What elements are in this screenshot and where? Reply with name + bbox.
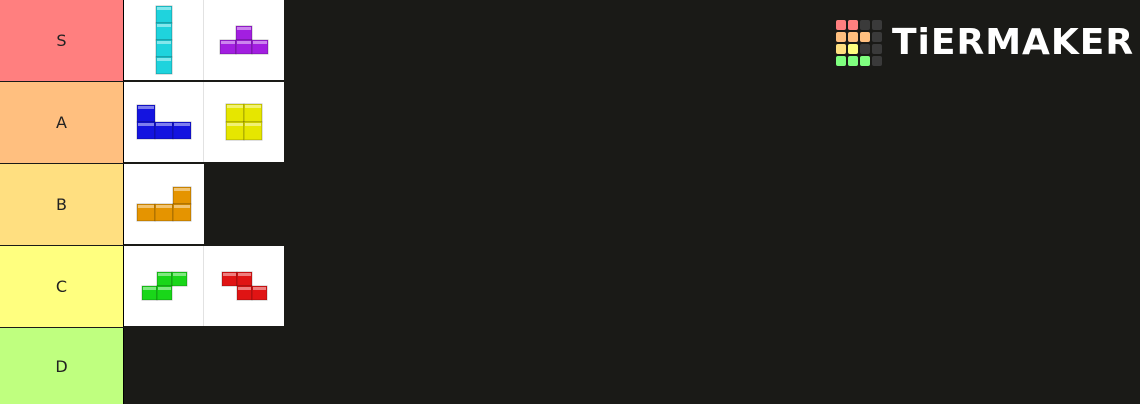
tier-label-a[interactable]: A	[0, 82, 124, 163]
tier-row-c: C	[0, 246, 1140, 327]
piece-block-highlight	[227, 105, 243, 108]
tier-label-b[interactable]: B	[0, 164, 124, 245]
piece-block-highlight	[137, 123, 154, 126]
logo-cell	[860, 56, 870, 66]
piece-block-highlight	[157, 287, 171, 290]
tier-label-c[interactable]: C	[0, 246, 124, 327]
tier-row-d: D	[0, 328, 1140, 404]
piece-block-highlight	[245, 123, 261, 126]
piece-block-highlight	[172, 273, 186, 276]
logo-cell	[848, 56, 858, 66]
piece-block-highlight	[156, 41, 171, 44]
logo-cell	[836, 32, 846, 42]
piece-tile-z[interactable]	[204, 246, 284, 326]
piece-block-highlight	[173, 123, 190, 126]
piece-block	[172, 203, 192, 222]
logo-cell	[860, 44, 870, 54]
piece-block	[243, 121, 263, 141]
piece-block-highlight	[237, 27, 251, 30]
logo-cell	[836, 20, 846, 30]
j-piece-icon	[136, 104, 191, 140]
piece-block-highlight	[157, 273, 171, 276]
piece-tile-j[interactable]	[124, 82, 204, 162]
i-piece-icon	[155, 5, 172, 75]
z-piece-icon	[221, 271, 268, 301]
piece-block-highlight	[237, 41, 251, 44]
piece-block-highlight	[238, 273, 251, 276]
piece-block-highlight	[156, 205, 172, 208]
piece-block-highlight	[227, 123, 243, 126]
logo-cell	[860, 32, 870, 42]
s-piece-icon	[141, 271, 187, 301]
logo-cell	[848, 32, 858, 42]
logo-cell	[872, 32, 882, 42]
logo-cell	[872, 44, 882, 54]
tier-items-c[interactable]	[124, 246, 284, 327]
piece-block-highlight	[155, 123, 172, 126]
logo-cell	[848, 20, 858, 30]
piece-block-highlight	[156, 7, 171, 10]
logo-text: TiERMAKER	[892, 22, 1135, 63]
logo-grid-icon	[836, 20, 882, 66]
piece-tile-t[interactable]	[204, 0, 284, 80]
piece-block-highlight	[142, 287, 156, 290]
piece-tile-i[interactable]	[124, 0, 204, 80]
logo-cell	[872, 56, 882, 66]
tier-label-d[interactable]: D	[0, 328, 124, 404]
piece-tile-s[interactable]	[124, 246, 204, 326]
logo-cell	[848, 44, 858, 54]
tier-row-s: S	[0, 0, 1140, 81]
piece-tile-l[interactable]	[124, 164, 204, 244]
logo-cell	[836, 56, 846, 66]
tier-items-b[interactable]	[124, 164, 204, 245]
piece-block-highlight	[174, 205, 190, 208]
logo-cell	[860, 20, 870, 30]
piece-block	[156, 285, 172, 301]
logo-cell	[836, 44, 846, 54]
tier-items-a[interactable]	[124, 82, 284, 163]
piece-block-highlight	[138, 205, 154, 208]
piece-block-highlight	[245, 105, 261, 108]
piece-block-highlight	[238, 287, 251, 290]
tier-items-s[interactable]	[124, 0, 284, 81]
piece-block	[172, 121, 191, 140]
piece-block-highlight	[137, 106, 154, 109]
l-piece-icon	[136, 186, 192, 222]
tier-row-a: A	[0, 82, 1140, 163]
piece-block-highlight	[253, 287, 266, 290]
piece-block-highlight	[156, 58, 171, 61]
piece-block	[171, 271, 187, 287]
tier-label-s[interactable]: S	[0, 0, 124, 81]
piece-block-highlight	[174, 188, 190, 191]
tiermaker-logo: TiERMAKER	[836, 20, 1134, 66]
piece-block	[251, 39, 269, 55]
t-piece-icon	[219, 25, 269, 55]
piece-block-highlight	[156, 24, 171, 27]
piece-block-highlight	[253, 41, 267, 44]
tier-row-b: B	[0, 164, 1140, 245]
logo-cell	[872, 20, 882, 30]
piece-block	[251, 285, 268, 301]
o-piece-icon	[225, 103, 263, 141]
piece-block-highlight	[221, 41, 235, 44]
piece-block	[155, 56, 172, 75]
piece-tile-o[interactable]	[204, 82, 284, 162]
piece-block-highlight	[223, 273, 236, 276]
